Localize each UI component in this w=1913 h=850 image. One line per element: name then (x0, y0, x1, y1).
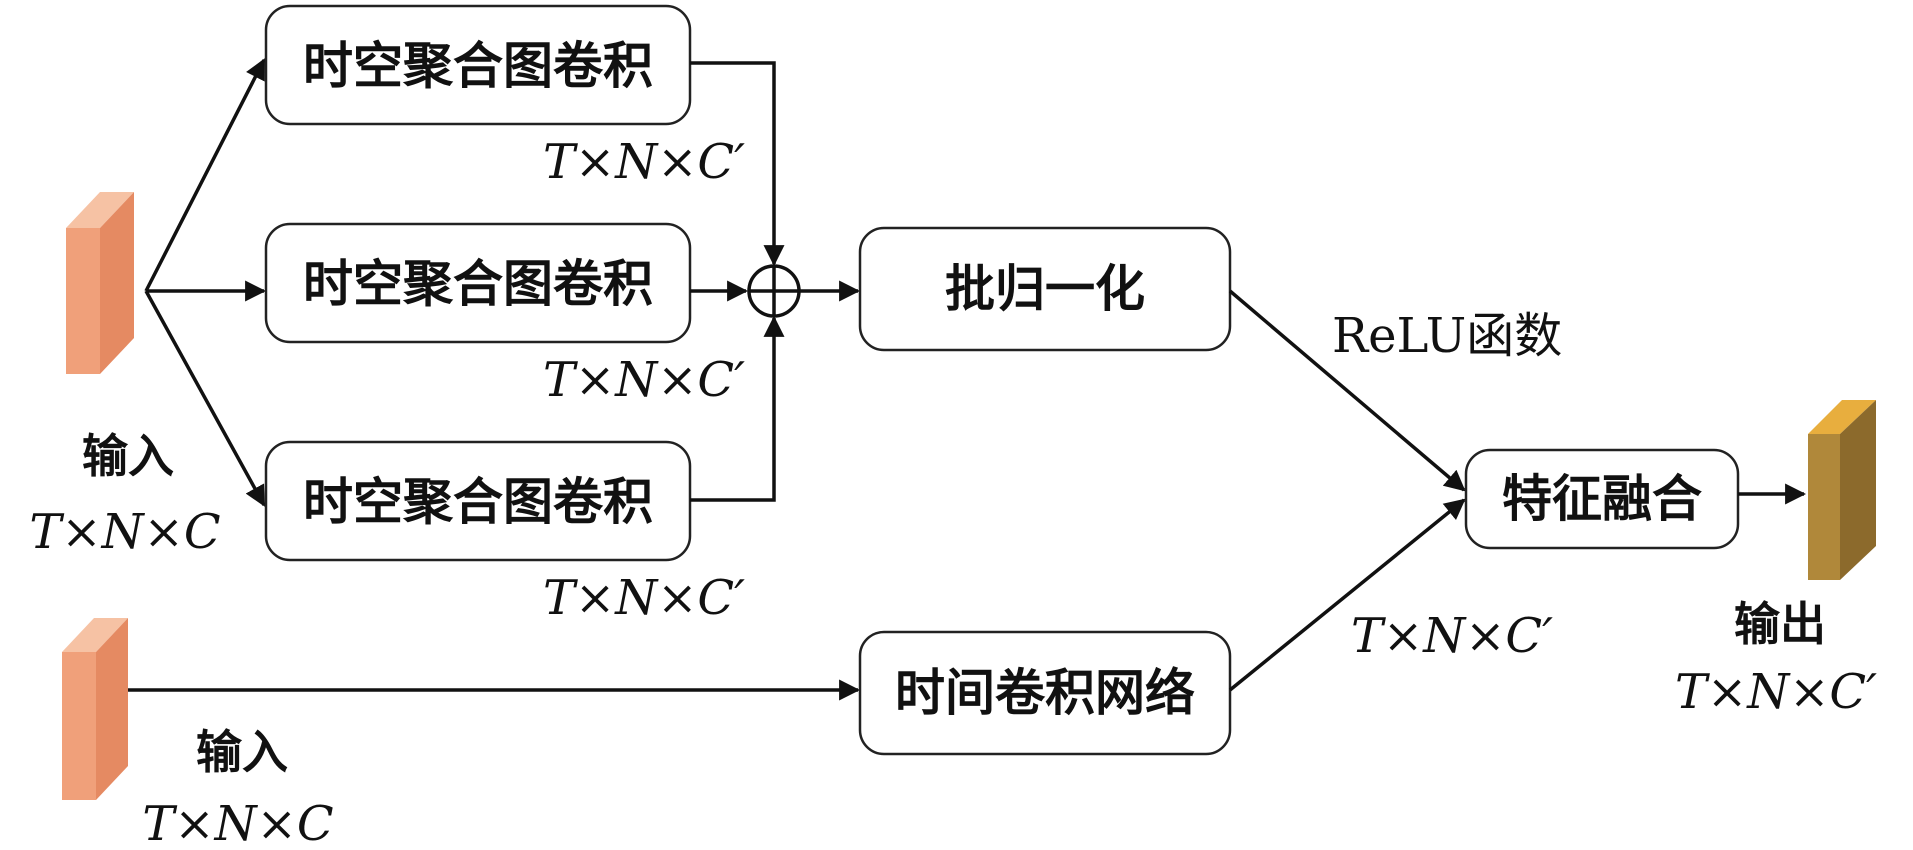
input-tensor-top-icon (66, 192, 134, 374)
batchnorm-label: 批归一化 (945, 260, 1145, 318)
output-title: 输出 (1734, 597, 1826, 651)
edge-input-to-stagg1 (144, 58, 266, 292)
edge-tcn-to-fusion (1228, 498, 1466, 692)
edge-input-to-stagg3 (144, 290, 266, 507)
input-bottom-title: 输入 (196, 725, 288, 779)
stagg2-dims: T×N×C′ (543, 352, 745, 408)
input-tensor-bottom-icon (62, 618, 128, 800)
edge-stagg3-to-sum (690, 315, 785, 502)
input-tensor-side-face (100, 192, 134, 374)
fusion-label: 特征融合 (1502, 470, 1702, 528)
stagg1-dims: T×N×C′ (543, 134, 745, 190)
fusion-box (1464, 448, 1740, 550)
edge-batchnorm-to-fusion (1228, 289, 1466, 492)
tcn-label: 时间卷积网络 (895, 664, 1195, 722)
stagg1-label: 时空聚合图卷积 (303, 37, 653, 95)
input-bottom-dims: T×N×C (142, 796, 333, 850)
stagg1-box (264, 4, 692, 126)
input-tensor-bottom-side-face (96, 618, 128, 800)
stagg2-label: 时空聚合图卷积 (303, 255, 653, 313)
output-tensor-icon (1808, 400, 1876, 580)
input-top-title: 输入 (82, 429, 174, 483)
output-tensor-top-face (1808, 400, 1876, 434)
tcn-box (858, 630, 1232, 756)
input-tensor-top-face (66, 192, 134, 228)
input-top-dims: T×N×C (29, 504, 220, 560)
relu-label: ReLU函数 (1332, 308, 1562, 364)
output-dims: T×N×C′ (1675, 664, 1877, 720)
stagg2-box (264, 222, 692, 344)
output-tensor-front-face (1808, 434, 1840, 580)
batchnorm-box (858, 226, 1232, 352)
stagg3-dims: T×N×C′ (543, 570, 745, 626)
edge-stagg1-to-sum (690, 61, 785, 267)
tcn-dims: T×N×C′ (1351, 608, 1553, 664)
input-tensor-bottom-top-face (62, 618, 128, 652)
output-tensor-side-face (1840, 400, 1876, 580)
input-tensor-front-face (66, 228, 100, 374)
sum-operator-icon (747, 264, 801, 318)
stagg3-label: 时空聚合图卷积 (303, 473, 653, 531)
input-tensor-bottom-front-face (62, 652, 96, 800)
